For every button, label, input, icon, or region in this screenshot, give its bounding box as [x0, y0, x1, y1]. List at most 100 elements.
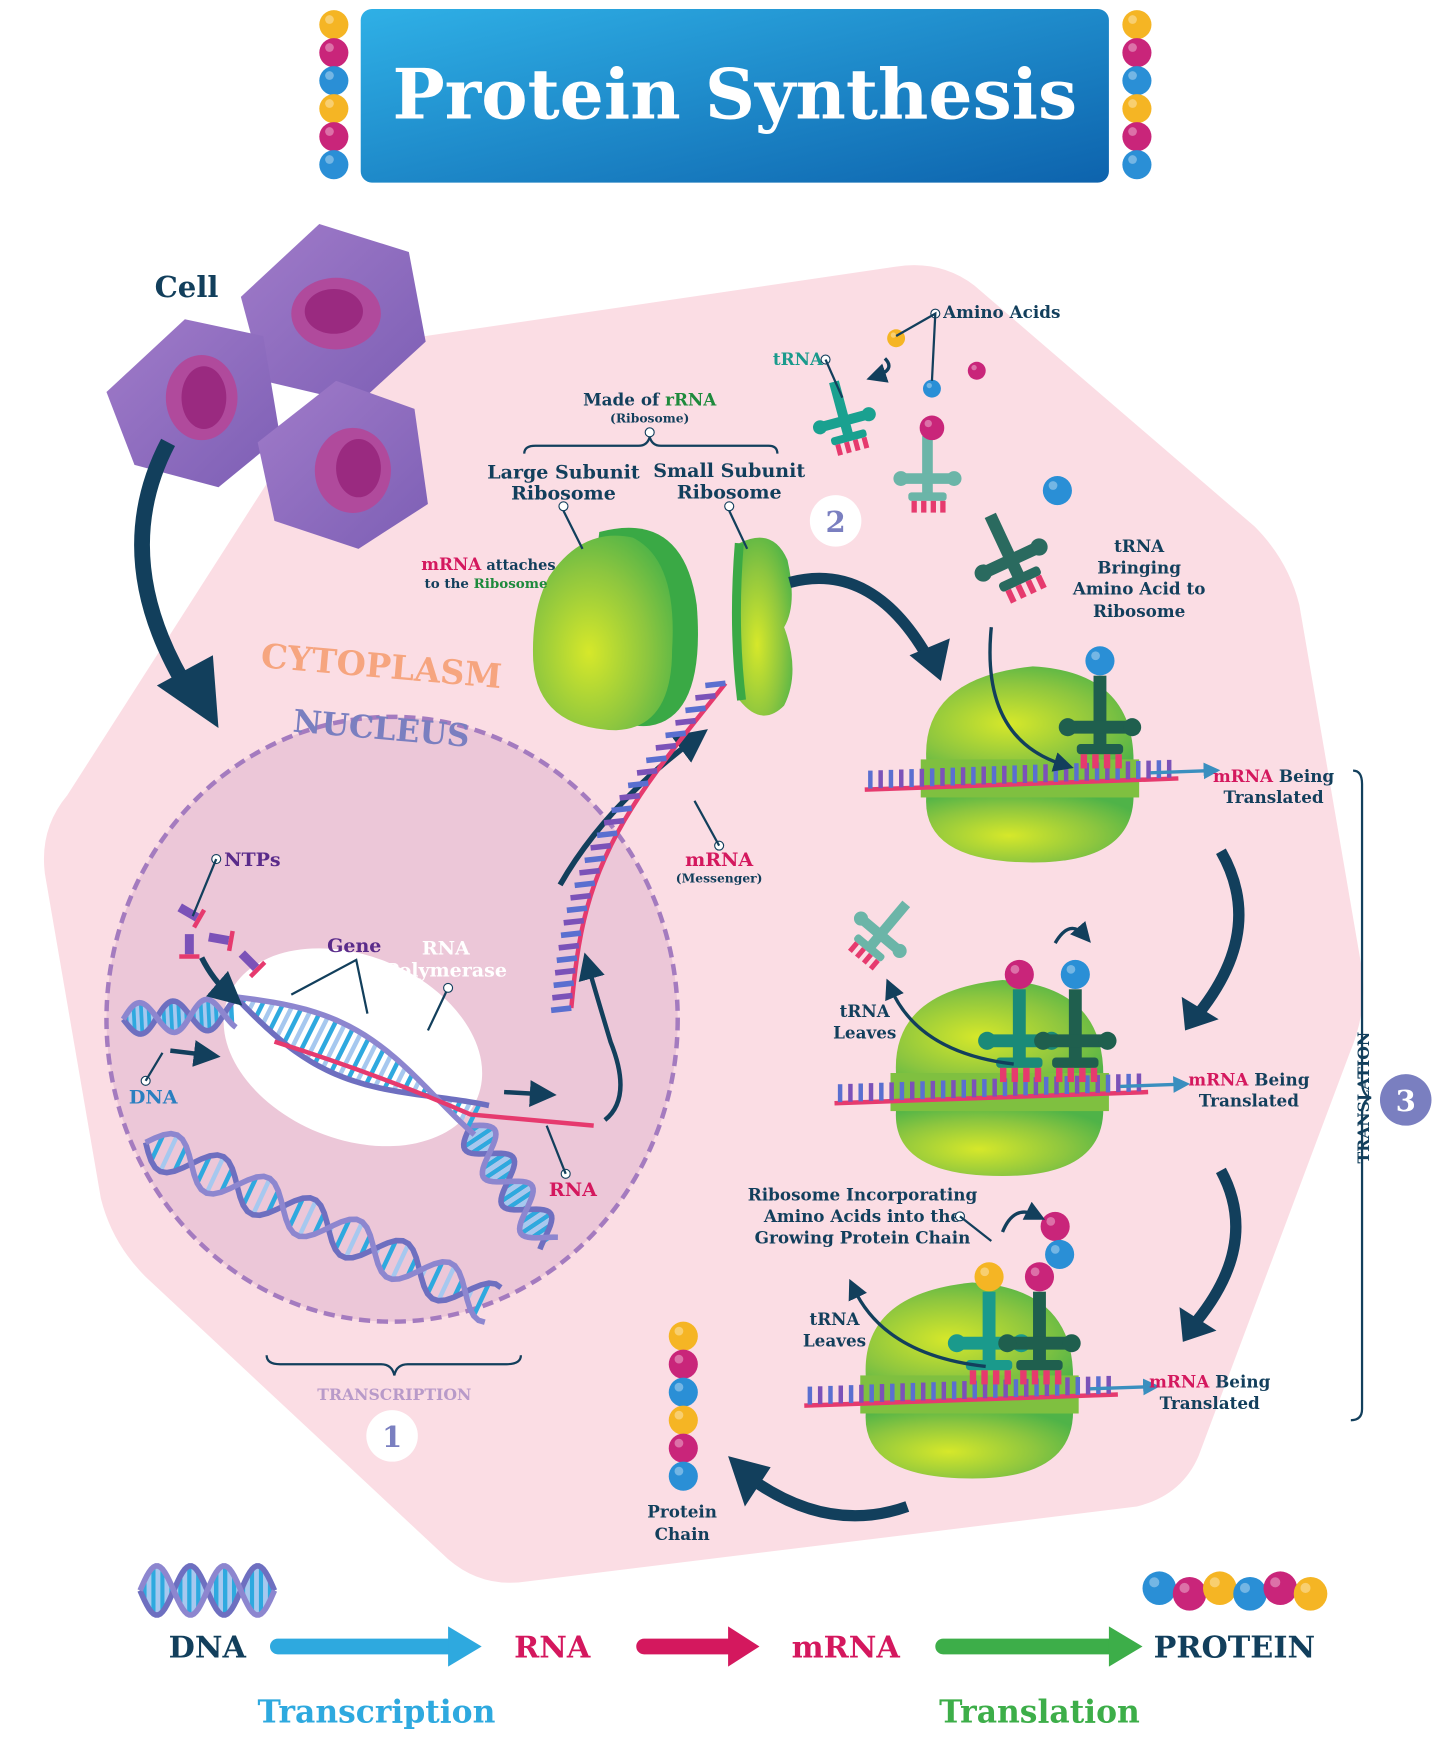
anticodon [861, 436, 870, 449]
bead-highlight [1128, 15, 1137, 24]
mrna-text: mRNA [1213, 766, 1274, 786]
amino-acid-bead [319, 66, 349, 96]
ribosome-incorporating-label-2: Amino Acids into the [763, 1206, 961, 1226]
base-pair [389, 1242, 411, 1281]
bead-highlight [926, 382, 932, 389]
base-pair [250, 1177, 272, 1216]
codon [685, 705, 706, 714]
step-arrow [1191, 1167, 1242, 1326]
base-pair [363, 1047, 386, 1086]
ribosome-sub-label: (Ribosome) [610, 410, 689, 425]
codon [556, 955, 578, 964]
codon [553, 980, 575, 989]
amino-acid-bead [668, 1321, 698, 1351]
anticodon [1103, 754, 1111, 769]
codon [579, 867, 600, 876]
anticodon [1080, 754, 1088, 769]
ribosome [804, 1262, 1160, 1479]
trna-base [830, 429, 867, 446]
arrow-head [1181, 996, 1219, 1031]
being-text: Being [1248, 1069, 1309, 1089]
codon [552, 992, 573, 1001]
transcription-brace [265, 1355, 523, 1376]
trna-loop [1030, 538, 1048, 556]
ribosome [864, 646, 1221, 863]
bead-highlight [971, 364, 977, 371]
bead-highlight [674, 1382, 684, 1392]
ntp-cap [248, 960, 267, 979]
trna-base [996, 1057, 1043, 1068]
base-pair [382, 1059, 401, 1090]
base-pair [267, 1003, 285, 1032]
codon [603, 817, 625, 826]
base-pair [131, 1005, 138, 1033]
amino-acid-bead [1122, 38, 1152, 68]
anticodon [1034, 1067, 1042, 1083]
trna-stem [1012, 989, 1026, 1061]
anticodon [1067, 1067, 1075, 1083]
anticodon [854, 947, 866, 959]
cell-to-nucleus-arrow [134, 438, 198, 699]
anticodon [868, 958, 880, 971]
page-title: Protein Synthesis [392, 55, 1077, 136]
step-1-badge [366, 1410, 418, 1462]
amino-acid-bead [319, 122, 349, 152]
codon [645, 755, 667, 764]
protein-chain-icon [668, 1321, 698, 1491]
bead-highlight [1239, 1582, 1251, 1593]
arrow-head [728, 1456, 771, 1507]
amino-acid-bead [1172, 1577, 1207, 1611]
codon [566, 905, 588, 914]
step-arrow [1194, 848, 1245, 1018]
flow-transcription: Transcription [257, 1695, 495, 1731]
amino-acid-bead [668, 1377, 698, 1407]
trna-icon [813, 380, 876, 456]
anticodon [1092, 754, 1099, 769]
protein-icon [1142, 1571, 1328, 1611]
trna-base [854, 934, 885, 962]
small-subunit-ribosome [731, 537, 793, 716]
amino-acid-bead [1004, 959, 1034, 990]
base-pair [465, 1129, 497, 1153]
mrna-sub-label: (Messenger) [676, 871, 763, 886]
bead-highlight [325, 99, 334, 108]
mrna-text: mRNA [421, 554, 482, 574]
amino-acid-bead [319, 150, 349, 180]
bead-highlight [1050, 1244, 1060, 1254]
base-pair [172, 1145, 189, 1173]
trna-loop [1058, 718, 1077, 737]
anticodon [992, 1370, 1000, 1385]
amino-acid-bead [1060, 959, 1090, 990]
bead-highlight [325, 127, 334, 136]
base-pair [471, 1282, 491, 1317]
bead-highlight [1091, 651, 1100, 661]
base-pair [488, 1162, 516, 1183]
codon [655, 742, 677, 751]
trna-arms [859, 916, 901, 953]
codon [554, 967, 576, 976]
base-pair [219, 1167, 235, 1194]
codon [560, 930, 582, 939]
trna-loop [892, 943, 907, 958]
mrna-strand [550, 680, 728, 1014]
base-pair [204, 1155, 226, 1195]
base-pair [354, 1042, 379, 1084]
anticodon [861, 952, 873, 965]
bead-highlight [1066, 964, 1076, 974]
base-pair [436, 1264, 457, 1302]
bead-highlight [325, 71, 334, 80]
anticodon [1054, 1370, 1062, 1385]
ntp [208, 930, 235, 952]
small-subunit-label-1: Small Subunit [653, 460, 805, 482]
large-subunit-label-1: Large Subunit [487, 461, 640, 483]
base-pair [195, 1154, 212, 1185]
title-banner: Protein Synthesis [360, 8, 1109, 183]
bead-highlight [1128, 71, 1137, 80]
amino-acid-bead [1122, 122, 1152, 152]
rna-polymerase-label-1: RNA [422, 937, 470, 959]
ntps-label: NTPs [224, 849, 281, 871]
ntp [238, 950, 267, 979]
step-1-number: 1 [382, 1420, 402, 1454]
mrna-text: mRNA [1188, 1069, 1249, 1089]
translation-direction-arrow [1150, 762, 1221, 780]
